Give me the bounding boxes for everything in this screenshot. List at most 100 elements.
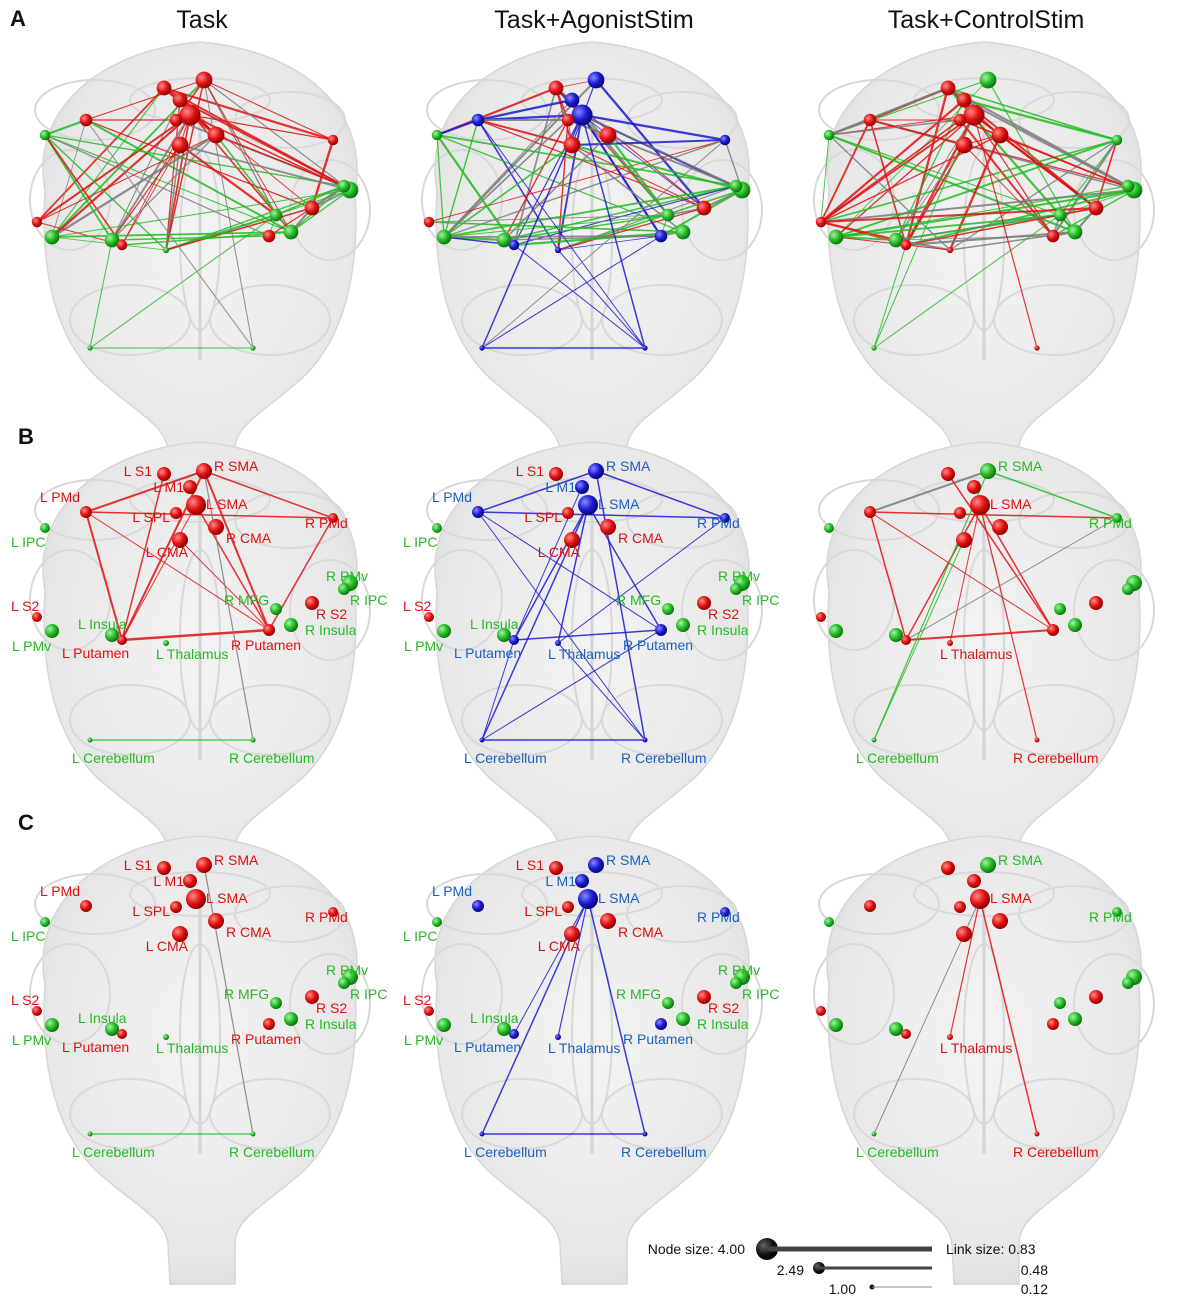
label-r-sma: R SMA xyxy=(998,458,1043,474)
link-l-sma-l-putamen xyxy=(121,504,197,641)
node-l-pmv xyxy=(828,229,844,245)
label-l-spl: L SPL xyxy=(132,509,170,525)
brain-fold xyxy=(813,943,895,1045)
brain-fold xyxy=(34,79,156,141)
node-l-cma xyxy=(564,532,580,548)
node-l-thalamus xyxy=(947,640,953,646)
node-l-thalamus xyxy=(946,246,954,254)
node-r-sma xyxy=(979,71,997,89)
label-r-insula: R Insula xyxy=(305,1016,357,1032)
node-l-pmd xyxy=(80,506,92,518)
node-l-thalamus xyxy=(947,1034,953,1040)
node-l-spl xyxy=(169,113,183,127)
link-r-pmv-l-putamen xyxy=(905,189,1135,246)
node-l-sma xyxy=(186,889,206,909)
link-l-m1-l-pmv xyxy=(443,99,573,238)
link-l-thalamus-r-cerebellum xyxy=(557,642,646,741)
node-r-mfg xyxy=(270,997,282,1009)
node-l-putamen xyxy=(509,635,519,645)
link-l-pmd-l-ipc xyxy=(436,118,479,137)
link-l-pmd-r-putamen xyxy=(869,511,1054,631)
label-r-putamen: R Putamen xyxy=(623,637,693,653)
link-r-sma-r-pmd xyxy=(203,470,334,519)
node-l-thalamus xyxy=(555,640,561,646)
label-l-sma: L SMA xyxy=(206,496,248,512)
link-l-ipc-l-pmv xyxy=(436,134,445,238)
node-r-sma xyxy=(196,857,212,873)
label-r-pmd: R PMd xyxy=(305,515,348,531)
label-l-pmv: L PMv xyxy=(404,638,443,654)
node-r-putamen xyxy=(1047,624,1059,636)
node-r-pmd xyxy=(720,907,730,917)
label-r-cma: R CMA xyxy=(618,530,664,546)
node-r-sma xyxy=(980,857,996,873)
node-r-insula xyxy=(1067,224,1083,240)
node-l-putamen xyxy=(116,239,128,251)
node-l-thalamus xyxy=(163,1034,169,1040)
link-l-sma-l-pmv xyxy=(835,114,975,238)
link-l-pmd-r-pmd xyxy=(477,511,726,519)
node-l-m1 xyxy=(183,480,197,494)
node-l-s1 xyxy=(549,861,563,875)
node-l-ipc xyxy=(40,917,50,927)
node-r-mfg xyxy=(270,603,282,615)
label-l-thalamus: L Thalamus xyxy=(156,1040,228,1056)
node-l-sma xyxy=(578,495,598,515)
node-l-pmd xyxy=(864,900,876,912)
node-l-insula xyxy=(497,628,511,642)
label-l-sma: L SMA xyxy=(990,496,1032,512)
link-r-pmv-l-s2 xyxy=(820,189,1135,223)
link-l-ipc-r-ipc xyxy=(436,134,737,187)
label-l-s1: L S1 xyxy=(124,463,152,479)
link-r-ipc-r-mfg xyxy=(275,185,345,216)
link-l-m1-r-ipc xyxy=(179,99,345,187)
node-l-cerebellum xyxy=(871,1131,877,1137)
brain-fold xyxy=(29,943,111,1045)
link-l-ipc-l-s2 xyxy=(820,134,830,223)
link-r-mfg-l-pmv xyxy=(835,214,1061,238)
link-l-ipc-r-ipc xyxy=(44,134,345,187)
label-l-pmv: L PMv xyxy=(404,1032,443,1048)
link-l-s2-r-s2 xyxy=(820,207,1097,223)
link-l-pmd-l-s2 xyxy=(820,119,871,223)
label-l-thalamus: L Thalamus xyxy=(548,1040,620,1056)
node-r-sma xyxy=(588,463,604,479)
node-l-thalamus xyxy=(162,246,170,254)
link-l-cma-l-pmv xyxy=(443,144,573,238)
link-l-sma-l-thalamus xyxy=(949,504,981,644)
link-r-pmd-l-s2 xyxy=(428,139,726,223)
link-l-pmd-l-putamen xyxy=(85,511,123,641)
label-r-ipc: R IPC xyxy=(742,986,779,1002)
link-l-spl-l-pmv xyxy=(443,119,569,238)
node-l-ipc xyxy=(39,129,51,141)
label-l-cma: L CMA xyxy=(146,544,189,560)
link-r-ipc-l-pmv xyxy=(443,185,737,238)
link-l-sma-l-putamen xyxy=(513,898,589,1035)
label-r-s2: R S2 xyxy=(708,606,739,622)
label-l-thalamus: L Thalamus xyxy=(940,646,1012,662)
node-l-insula xyxy=(497,1022,511,1036)
label-l-putamen: L Putamen xyxy=(62,645,129,661)
node-l-pmd xyxy=(472,900,484,912)
link-l-pmd-l-pmv xyxy=(443,119,479,238)
node-r-insula xyxy=(675,224,691,240)
node-r-cma xyxy=(992,519,1008,535)
link-l-pmd-r-cerebellum xyxy=(85,119,254,349)
link-l-sma-l-insula xyxy=(111,114,191,241)
node-l-pmv xyxy=(829,624,843,638)
legend-node-mid: 2.49 xyxy=(777,1262,804,1278)
node-l-spl xyxy=(562,507,574,519)
node-r-ipc xyxy=(1121,179,1135,193)
label-l-sma: L SMA xyxy=(598,890,640,906)
label-l-insula: L Insula xyxy=(78,1010,127,1026)
link-l-ipc-l-thalamus xyxy=(828,134,951,251)
node-l-s1 xyxy=(157,467,171,481)
label-r-cerebellum: R Cerebellum xyxy=(229,1144,315,1160)
column-title-control: Task+ControlStim xyxy=(888,6,1085,34)
link-l-s1-l-s2 xyxy=(36,87,165,223)
link-l-pmd-l-pmv xyxy=(51,119,87,238)
node-r-cerebellum xyxy=(642,737,648,743)
label-l-s1: L S1 xyxy=(516,463,544,479)
label-r-putamen: R Putamen xyxy=(623,1031,693,1047)
